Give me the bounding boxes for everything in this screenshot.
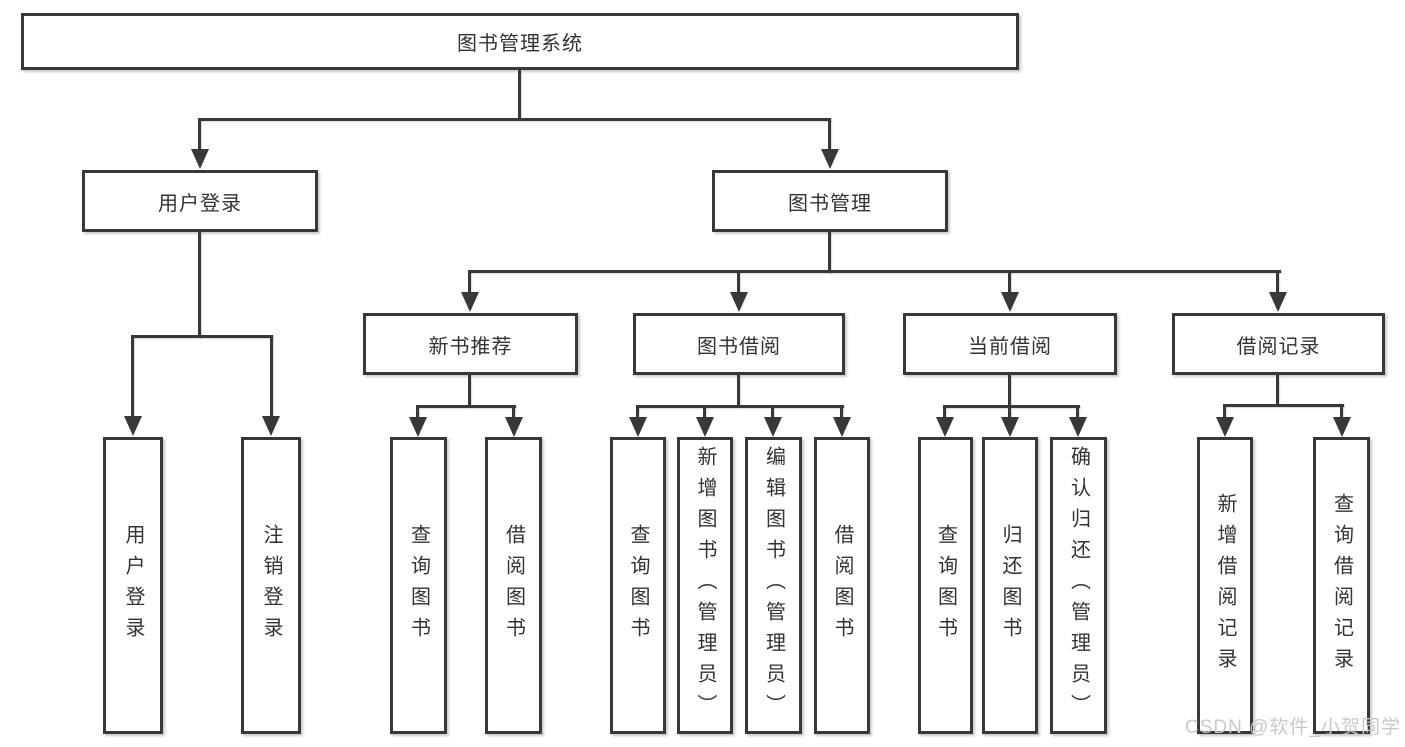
arrow-down-icon [1069,417,1087,437]
node-current-borrow: 当前借阅 [903,313,1117,375]
leaf-confirm-return-admin: 确认归还（管理员） [1050,437,1107,734]
leaf-return-book-label: 归还图书 [999,523,1021,648]
leaf-add-borrow-record: 新增借阅记录 [1197,437,1253,734]
connector-line [198,118,831,121]
connector-line [828,232,831,273]
connector-line [1008,405,1011,419]
leaf-add-borrow-record-label: 新增借阅记录 [1214,492,1236,679]
node-borrow-records: 借阅记录 [1172,313,1385,375]
node-new-book-recommend: 新书推荐 [363,313,578,375]
connector-line [1223,404,1226,419]
arrow-down-icon [730,292,748,312]
leaf-logout: 注销登录 [241,437,301,734]
leaf-query-borrow-record: 查询借阅记录 [1313,437,1370,734]
connector-line [1223,404,1344,407]
arrow-down-icon [1216,417,1234,437]
node-user-login-label: 用户登录 [158,192,242,215]
arrow-down-icon [821,149,839,169]
leaf-borrow-books-recommend-label: 借阅图书 [502,523,525,648]
connector-line [1276,375,1279,406]
leaf-query-books-borrow: 查询图书 [610,437,666,734]
watermark: CSDN @软件_小贺同学 [1185,717,1401,738]
connector-line [198,118,201,150]
leaf-edit-book-admin-label: 编辑图书（管理员） [762,446,785,725]
connector-line [468,270,471,294]
node-borrow-records-label: 借阅记录 [1236,335,1321,358]
connector-line [1076,405,1079,419]
node-user-login: 用户登录 [82,170,318,232]
connector-line [1008,270,1011,294]
connector-line [518,70,521,118]
connector-line [1008,375,1011,407]
arrow-down-icon [629,417,647,437]
connector-line [943,405,1080,408]
connector-line [468,270,1281,273]
connector-line [703,405,706,419]
arrow-down-icon [262,416,280,436]
node-new-book-recommend-label: 新书推荐 [428,335,513,358]
arrow-down-icon [124,416,142,436]
arrow-down-icon [1001,417,1019,437]
connector-line [416,405,516,408]
node-book-management: 图书管理 [712,170,948,232]
leaf-query-books-recommend: 查询图书 [390,437,447,734]
arrow-down-icon [1333,417,1351,437]
arrow-down-icon [936,417,954,437]
leaf-return-book: 归还图书 [982,437,1038,734]
leaf-query-books-current: 查询图书 [918,437,973,734]
leaf-borrow-books-recommend: 借阅图书 [485,437,542,734]
arrow-down-icon [409,417,427,437]
leaf-logout-label: 注销登录 [260,523,282,648]
arrow-down-icon [191,149,209,169]
arrow-down-icon [1001,292,1019,312]
arrow-down-icon [461,292,479,312]
leaf-borrow-books-label: 借阅图书 [831,523,853,648]
node-current-borrow-label: 当前借阅 [968,335,1052,358]
connector-line [828,118,831,150]
connector-line [1340,404,1343,419]
leaf-query-books-current-label: 查询图书 [934,523,957,648]
node-book-management-label: 图书管理 [788,192,872,215]
connector-line [512,405,515,419]
connector-line [636,405,639,419]
leaf-user-login-label: 用户登录 [122,523,144,648]
connector-line [198,232,201,338]
connector-line [737,270,740,294]
node-library-system: 图书管理系统 [21,13,1019,70]
connector-line [131,335,273,338]
connector-line [771,405,774,419]
connector-line [416,405,419,419]
connector-line [468,375,471,407]
arrow-down-icon [764,417,782,437]
leaf-confirm-return-admin-label: 确认归还（管理员） [1067,446,1090,725]
leaf-query-books-borrow-label: 查询图书 [627,523,649,648]
node-book-borrow-label: 图书借阅 [697,335,781,358]
connector-line [1276,270,1279,294]
node-library-system-label: 图书管理系统 [457,33,583,55]
leaf-edit-book-admin: 编辑图书（管理员） [745,437,802,734]
node-book-borrow: 图书借阅 [633,313,845,375]
leaf-borrow-books: 借阅图书 [814,437,870,734]
connector-line [840,405,843,419]
connector-line [270,335,273,418]
leaf-query-books-recommend-label: 查询图书 [407,523,430,648]
leaf-add-book-admin-label: 新增图书（管理员） [694,446,716,725]
arrow-down-icon [505,417,523,437]
connector-line [636,405,844,408]
arrow-down-icon [833,417,851,437]
connector-line [737,375,740,407]
connector-line [943,405,946,419]
leaf-add-book-admin: 新增图书（管理员） [677,437,733,734]
arrow-down-icon [1269,292,1287,312]
connector-line [131,335,134,418]
leaf-user-login: 用户登录 [103,437,163,734]
leaf-query-borrow-record-label: 查询借阅记录 [1330,492,1353,679]
arrow-down-icon [696,417,714,437]
